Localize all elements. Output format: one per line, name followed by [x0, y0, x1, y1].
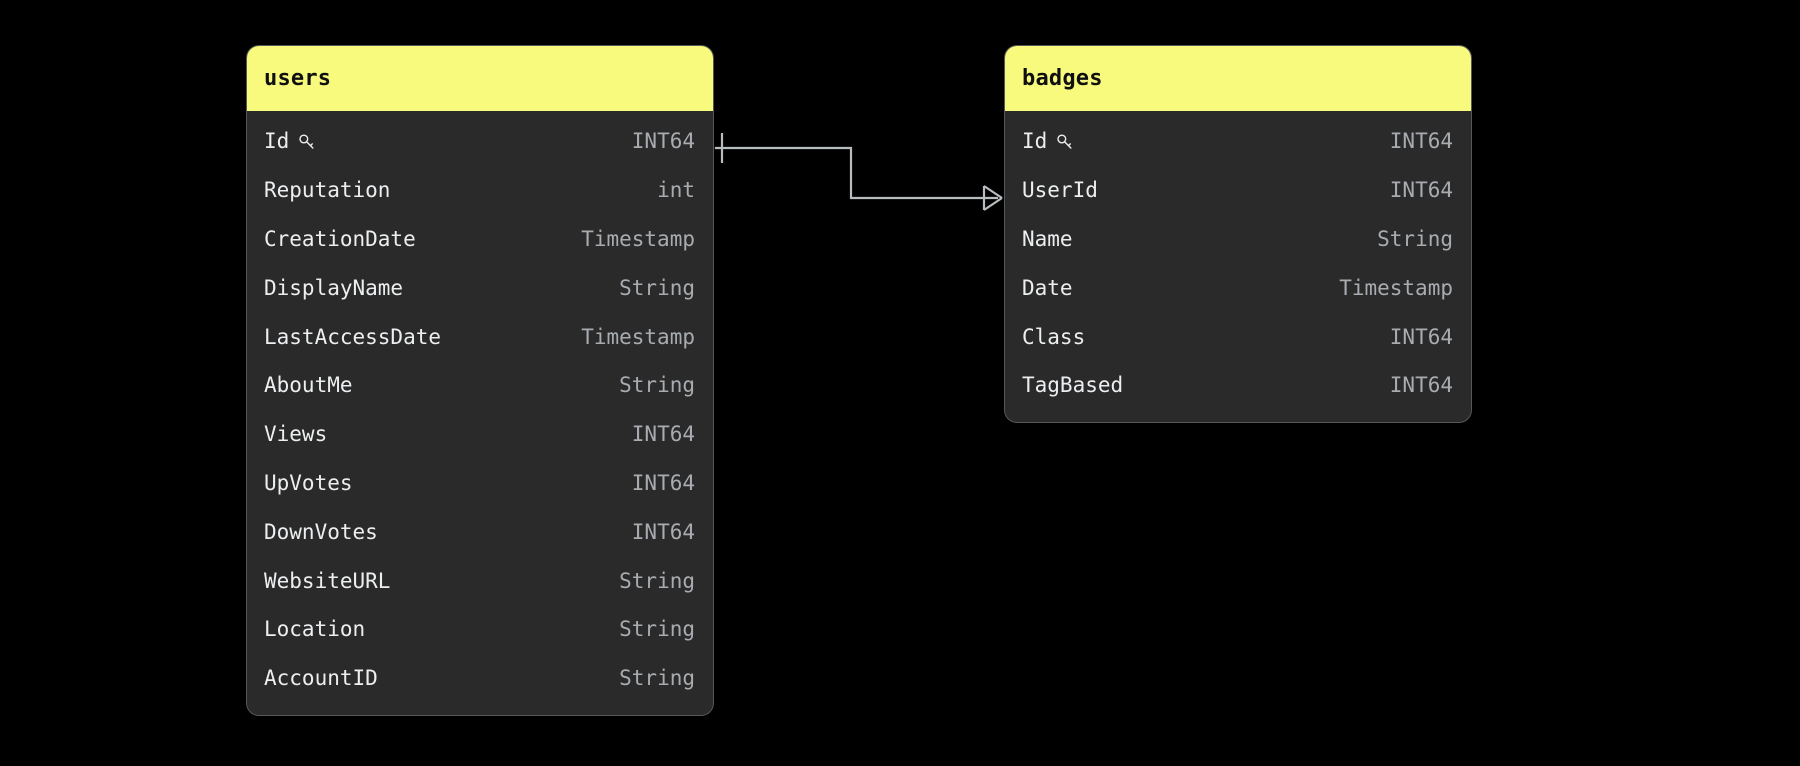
field-name-cell: WebsiteURL	[264, 569, 390, 593]
field-name-label: DownVotes	[264, 519, 378, 544]
field-name-cell: Name	[1022, 227, 1073, 251]
field-row[interactable]: Views INT64	[247, 410, 713, 459]
field-name-cell: Class	[1022, 325, 1085, 349]
field-name-cell: Views	[264, 422, 327, 446]
field-row[interactable]: DownVotes INT64	[247, 507, 713, 556]
field-type-label: INT64	[631, 519, 695, 544]
field-name-cell: DisplayName	[264, 276, 403, 300]
field-name-cell: DownVotes	[264, 520, 378, 544]
field-name-label: AccountID	[264, 666, 378, 691]
field-name-label: Id	[264, 129, 290, 154]
field-name-label: Location	[264, 617, 366, 642]
field-name-cell: Id	[1022, 129, 1075, 153]
field-type-label: String	[619, 666, 695, 691]
field-name-label: Class	[1022, 324, 1086, 349]
field-row[interactable]: UpVotes INT64	[247, 459, 713, 508]
field-row[interactable]: Name String	[1005, 215, 1471, 264]
field-type-label: INT64	[1389, 178, 1453, 203]
field-row[interactable]: Id INT64	[1005, 117, 1471, 166]
entity-title-users[interactable]: users	[247, 46, 713, 111]
field-type-label: INT64	[631, 422, 695, 447]
field-row[interactable]: Location String	[247, 605, 713, 654]
field-type-label: Timestamp	[581, 226, 695, 251]
field-row[interactable]: UserId INT64	[1005, 166, 1471, 215]
field-name-cell: Date	[1022, 276, 1073, 300]
field-row[interactable]: Class INT64	[1005, 312, 1471, 361]
field-type-label: INT64	[631, 129, 695, 154]
field-row[interactable]: Date Timestamp	[1005, 263, 1471, 312]
field-type-label: String	[619, 568, 695, 593]
field-row[interactable]: CreationDate Timestamp	[247, 215, 713, 264]
field-name-cell: UserId	[1022, 178, 1098, 202]
field-name-label: UpVotes	[264, 470, 353, 495]
field-name-label: UserId	[1022, 178, 1098, 203]
field-name-label: LastAccessDate	[264, 324, 442, 349]
field-name-cell: AccountID	[264, 666, 378, 690]
field-row[interactable]: LastAccessDate Timestamp	[247, 312, 713, 361]
field-name-label: AboutMe	[264, 373, 353, 398]
field-name-cell: UpVotes	[264, 471, 353, 495]
field-row[interactable]: Id INT64	[247, 117, 713, 166]
field-row[interactable]: AccountID String	[247, 654, 713, 703]
field-name-label: WebsiteURL	[264, 568, 391, 593]
field-name-label: TagBased	[1022, 373, 1124, 398]
field-type-label: int	[657, 178, 695, 203]
key-icon	[297, 132, 317, 152]
field-type-label: String	[1377, 226, 1453, 251]
field-type-label: String	[619, 275, 695, 300]
field-type-label: INT64	[1389, 373, 1453, 398]
field-name-label: CreationDate	[264, 226, 416, 251]
field-name-cell: Reputation	[264, 178, 390, 202]
field-name-label: Reputation	[264, 178, 391, 203]
field-row[interactable]: WebsiteURL String	[247, 556, 713, 605]
field-row[interactable]: DisplayName String	[247, 263, 713, 312]
field-type-label: INT64	[1389, 324, 1453, 349]
field-type-label: INT64	[631, 470, 695, 495]
field-type-label: Timestamp	[1339, 275, 1453, 300]
field-row[interactable]: TagBased INT64	[1005, 361, 1471, 410]
field-name-label: Name	[1022, 226, 1073, 251]
field-name-cell: CreationDate	[264, 227, 416, 251]
field-type-label: INT64	[1389, 129, 1453, 154]
field-name-label: Id	[1022, 129, 1048, 154]
field-name-label: Date	[1022, 275, 1073, 300]
field-name-cell: Id	[264, 129, 317, 153]
field-name-cell: Location	[264, 617, 365, 641]
field-name-cell: LastAccessDate	[264, 325, 441, 349]
field-name-label: DisplayName	[264, 275, 404, 300]
field-type-label: Timestamp	[581, 324, 695, 349]
entity-title-badges[interactable]: badges	[1005, 46, 1471, 111]
relationship-users-id-badges-userid[interactable]	[714, 133, 1003, 211]
field-name-label: Views	[264, 422, 328, 447]
key-icon	[1055, 132, 1075, 152]
field-row[interactable]: Reputation int	[247, 166, 713, 215]
field-type-label: String	[619, 617, 695, 642]
field-type-label: String	[619, 373, 695, 398]
field-row[interactable]: AboutMe String	[247, 361, 713, 410]
field-name-cell: TagBased	[1022, 373, 1123, 397]
field-name-cell: AboutMe	[264, 373, 353, 397]
